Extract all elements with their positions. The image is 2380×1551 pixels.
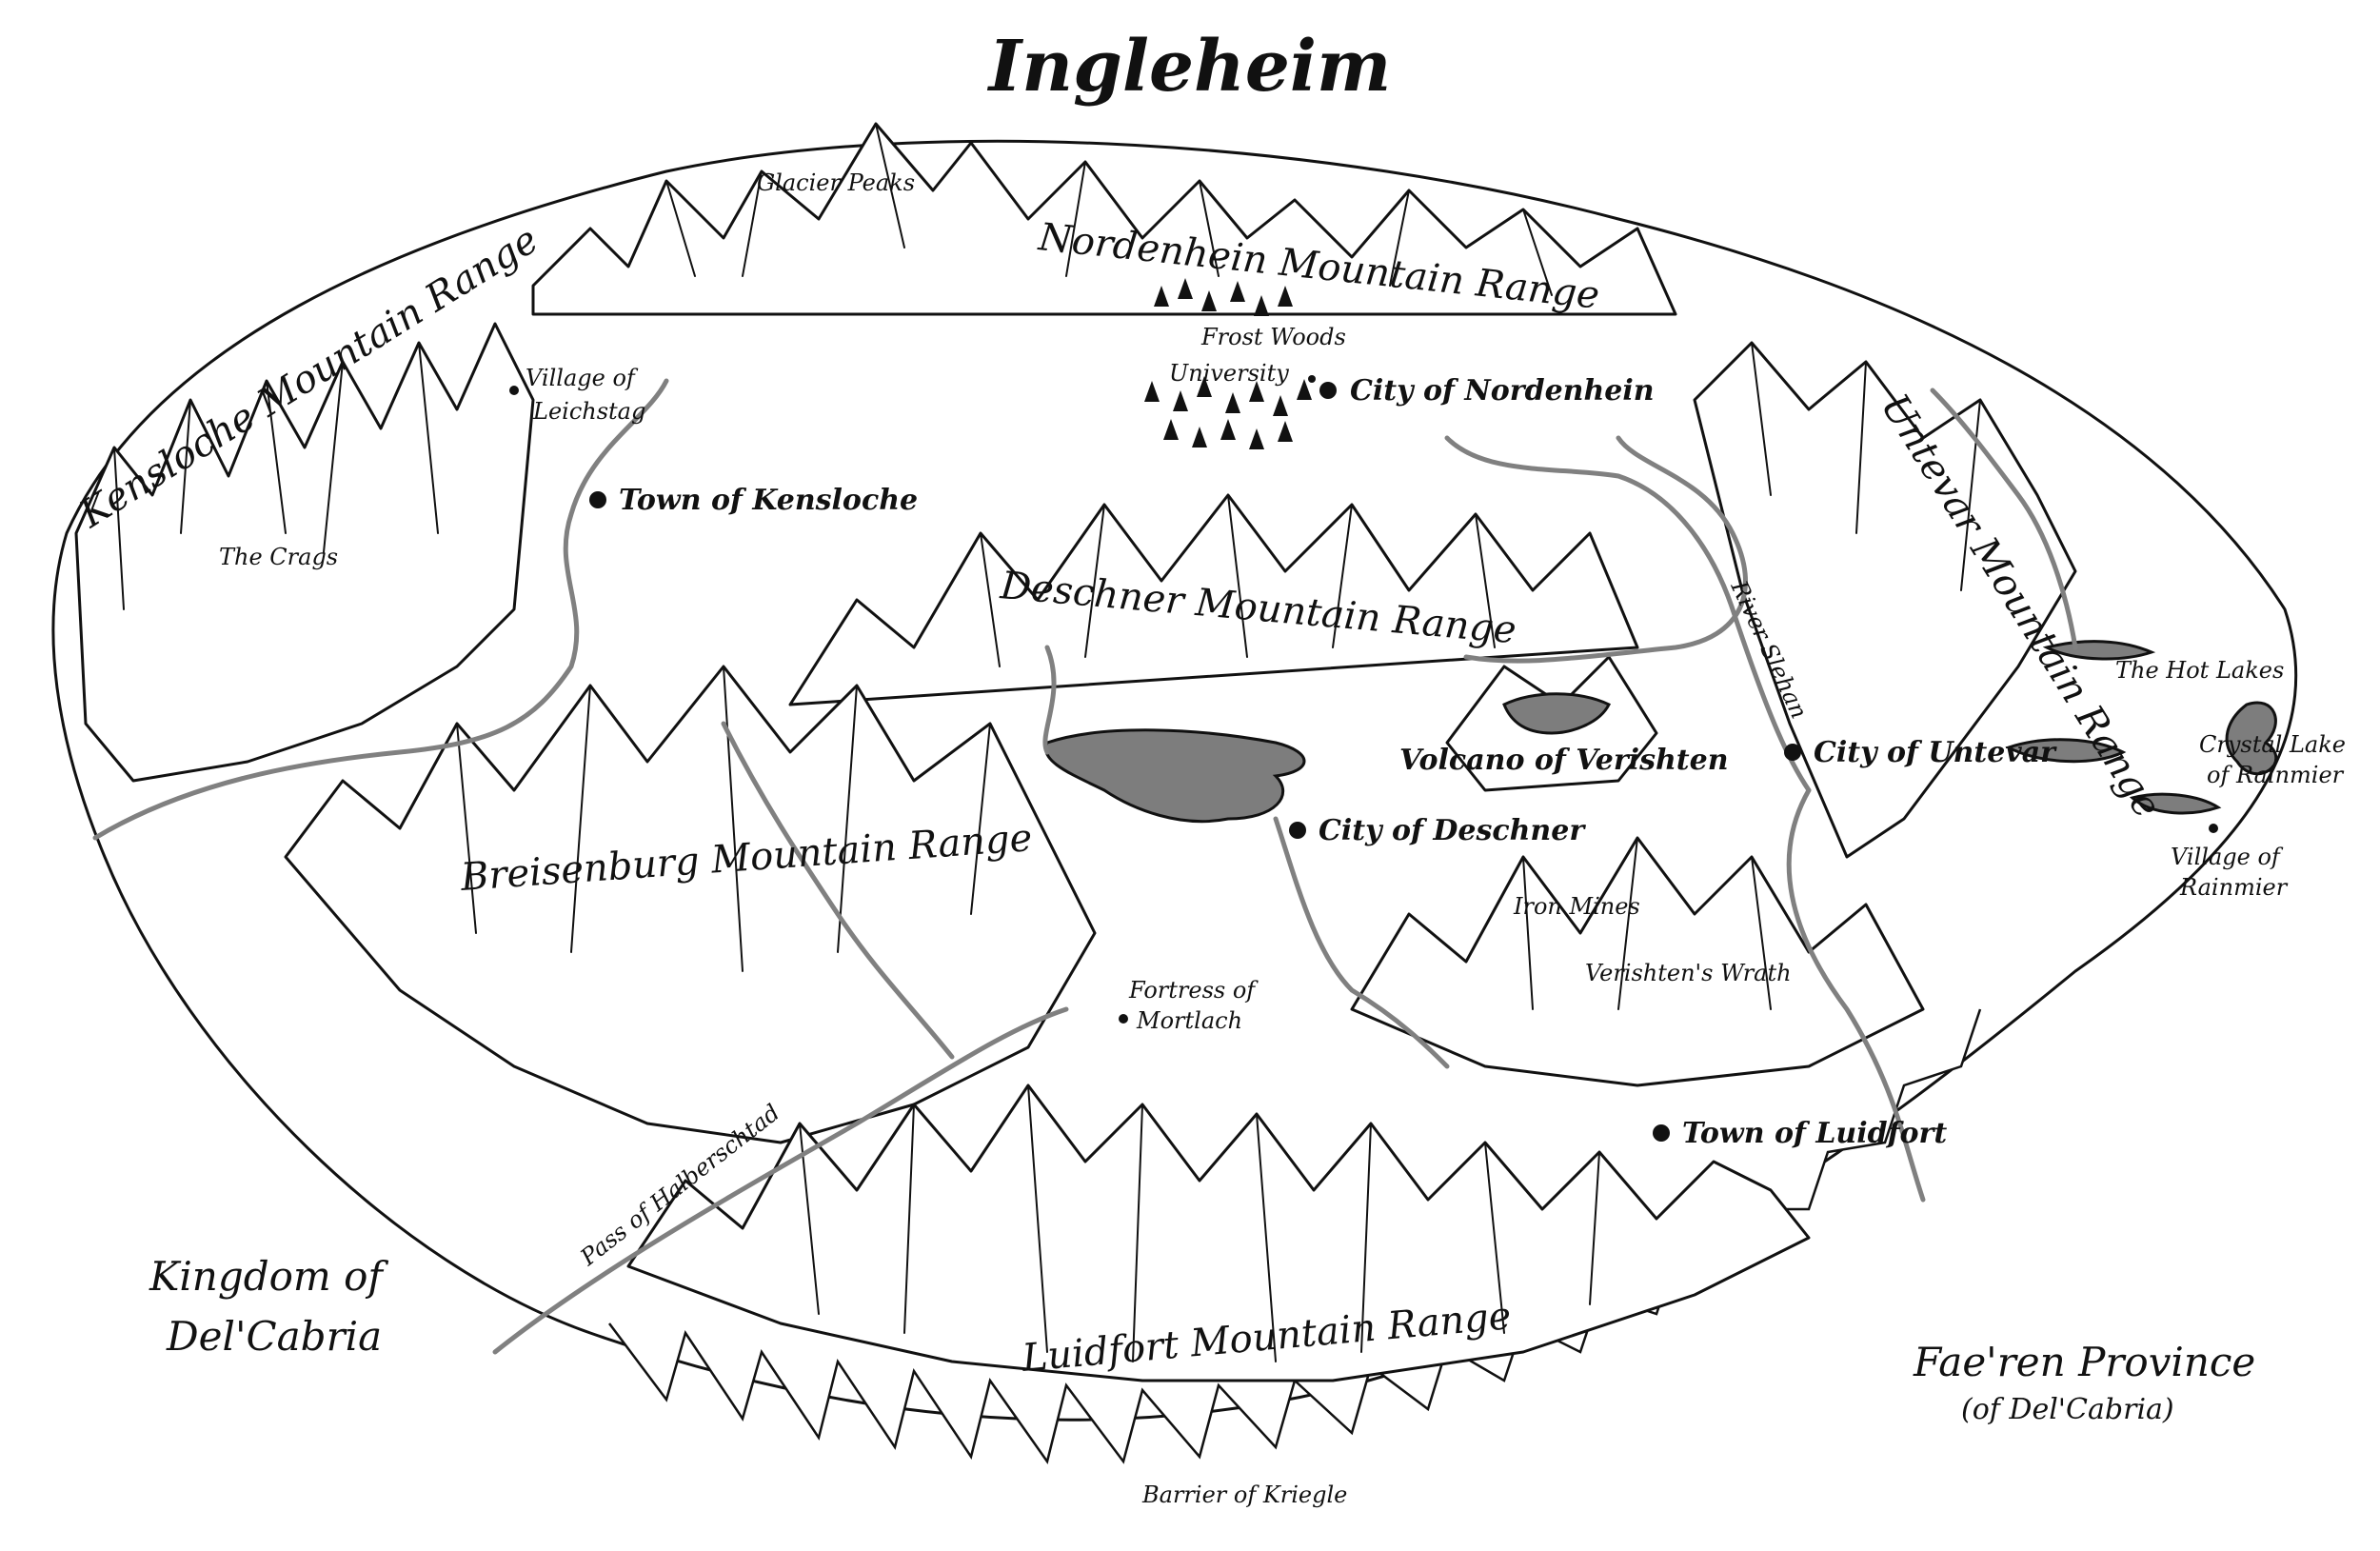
city-nordenhein-dot (1319, 382, 1337, 399)
label-town-kensloche: Town of Kensloche (619, 484, 918, 517)
town-kensloche-dot (589, 491, 606, 508)
label-barrier-kriegle: Barrier of Kriegle (1141, 1481, 1347, 1508)
label-faeren-subtitle: (of Del'Cabria) (1961, 1393, 2174, 1426)
label-verishtens-wrath: Verishten's Wrath (1585, 960, 1792, 986)
village-leichstag-dot (509, 386, 519, 395)
university-dot (1308, 375, 1316, 383)
label-crystal-lake-line2: of Rainmier (2207, 762, 2345, 788)
label-city-deschner: City of Deschner (1319, 814, 1586, 847)
mountains-nordenhein (531, 122, 1677, 316)
settlement-markers (509, 375, 2218, 1142)
label-frost-woods: Frost Woods (1200, 324, 1346, 350)
mountains-kensloche (74, 322, 535, 783)
frost-woods-trees (1144, 278, 1312, 449)
label-village-rainmier-line1: Village of (2171, 844, 2284, 870)
label-the-crags: The Crags (219, 544, 338, 570)
label-village-rainmier-line2: Rainmier (2179, 874, 2289, 901)
mountains-breisenburg (284, 665, 1097, 1144)
label-volcano: Volcano of Verishten (1399, 744, 1729, 777)
label-village-leichstag-line2: Leichstag (532, 398, 645, 425)
label-kingdom-delcabria-line2: Del'Cabria (166, 1313, 382, 1360)
fortress-mortlach-dot (1119, 1014, 1128, 1024)
city-untevar-dot (1784, 744, 1801, 761)
volcano-crater (1502, 692, 1612, 735)
label-glacier-peaks: Glacier Peaks (757, 169, 915, 196)
label-town-luidfort: Town of Luidfort (1682, 1117, 1947, 1150)
label-fortress-line1: Fortress of (1128, 977, 1259, 1004)
town-luidfort-dot (1653, 1124, 1670, 1142)
rivers (92, 378, 2078, 1355)
mountains-untevar (1693, 341, 2077, 859)
village-rainmier-dot (2209, 824, 2218, 833)
label-iron-mines: Iron Mines (1513, 893, 1640, 920)
label-hot-lakes: The Hot Lakes (2115, 657, 2284, 684)
mountains-deschner (788, 493, 1639, 706)
label-city-untevar: City of Untevar (1814, 736, 2057, 769)
label-fortress-line2: Mortlach (1136, 1007, 1242, 1034)
label-university: University (1169, 360, 1289, 387)
label-faeren-province: Fae'ren Province (1913, 1339, 2255, 1385)
label-kingdom-delcabria-line1: Kingdom of (149, 1253, 388, 1300)
label-village-leichstag-line1: Village of (526, 365, 639, 391)
mountains-luidfort (626, 1084, 1811, 1382)
label-city-nordenhein: City of Nordenhein (1350, 374, 1655, 408)
central-lake (1043, 728, 1306, 824)
label-crystal-lake-line1: Crystal Lake (2199, 731, 2346, 758)
map-title: Ingleheim (987, 26, 1392, 108)
city-deschner-dot (1289, 822, 1306, 839)
